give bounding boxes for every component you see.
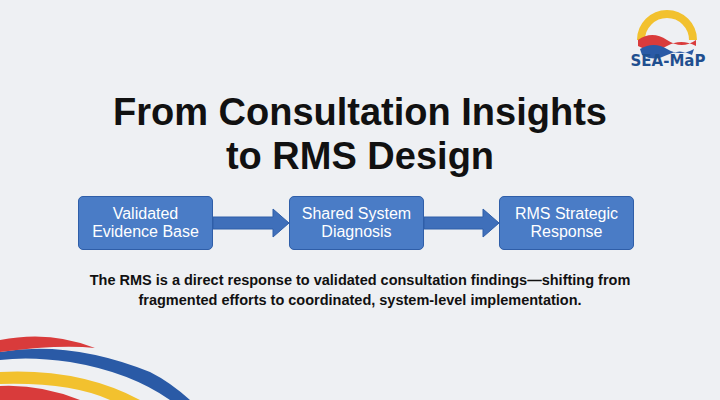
- box-text: Validated Evidence Base: [83, 205, 208, 241]
- process-box: Shared System Diagnosis: [289, 196, 424, 250]
- box-text-group: RMS Strategic Response: [504, 205, 629, 241]
- diagram-title: From Consultation Insights to RMS Design: [100, 90, 620, 178]
- caption-text: The RMS is a direct response to validate…: [50, 270, 670, 310]
- box-text-group: Shared System Diagnosis: [294, 205, 419, 241]
- process-box: Validated Evidence Base: [78, 196, 213, 250]
- box-text: Shared System Diagnosis: [294, 205, 419, 241]
- logo-text: SEA-MaP: [625, 52, 711, 70]
- box-text-group: Validated Evidence Base: [83, 205, 208, 241]
- logo-icon: [638, 14, 696, 59]
- flow-arrow: [424, 209, 499, 237]
- process-box: RMS Strategic Response: [499, 196, 634, 250]
- flow-arrow: [213, 209, 289, 237]
- corner-waves: [0, 336, 190, 400]
- box-text: RMS Strategic Response: [504, 205, 629, 241]
